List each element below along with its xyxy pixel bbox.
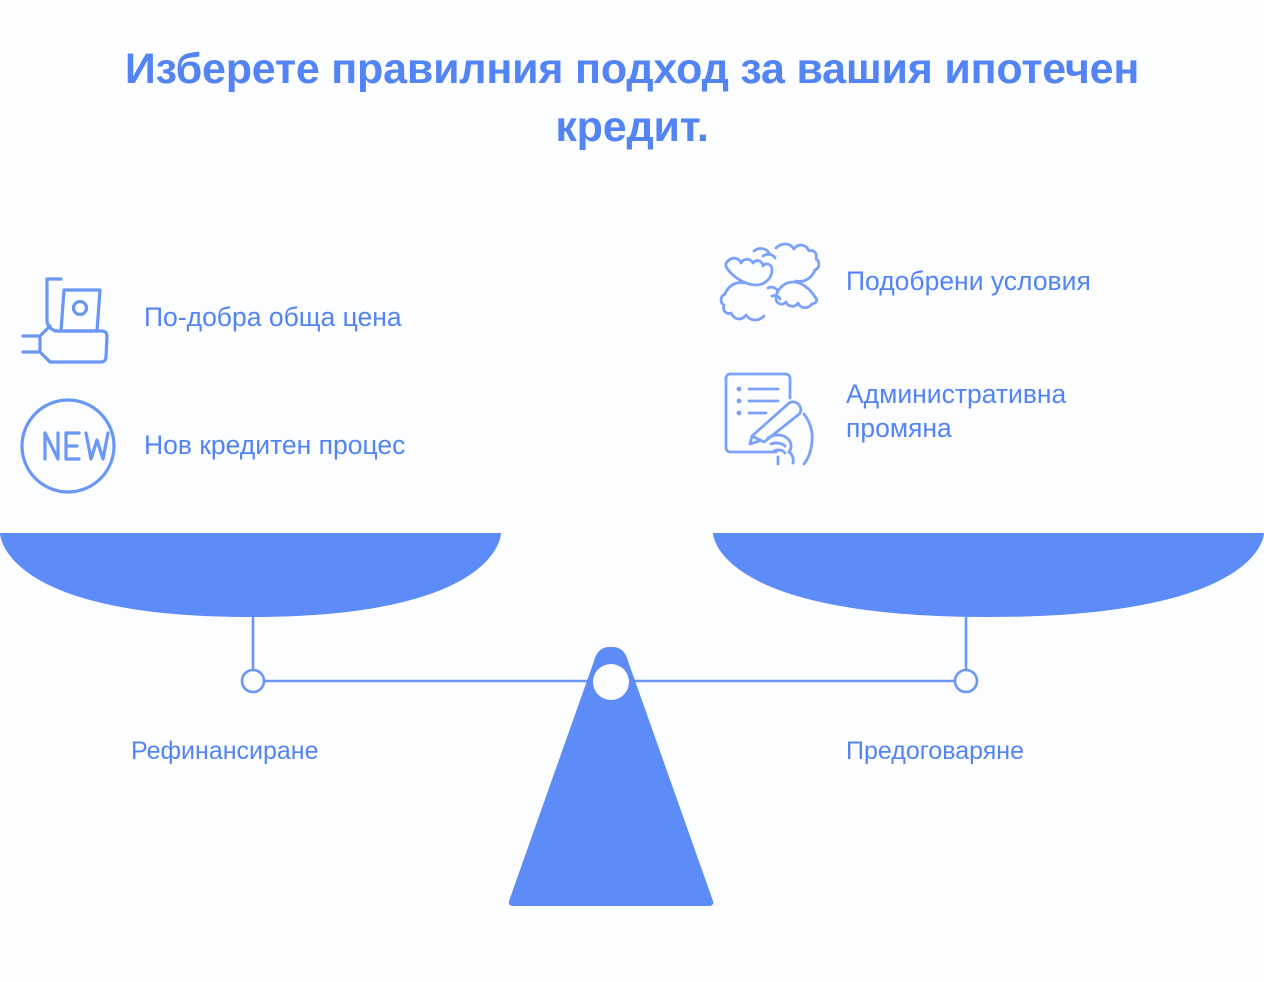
left-hanger-ring	[240, 668, 266, 694]
new-badge-icon	[14, 392, 122, 500]
right-hanger-ring	[953, 668, 979, 694]
balance-scale	[0, 505, 1264, 925]
feature-label: Нов кредитен процес	[144, 430, 406, 461]
right-feature-list: Подобрени условия	[716, 226, 1236, 490]
feature-item-improved-terms: Подобрени условия	[716, 226, 1236, 338]
feature-item-new-process: Нов кредитен процес	[14, 390, 534, 502]
feature-label: По-добра обща цена	[144, 302, 402, 333]
hand-holding-phone-icon	[14, 264, 122, 372]
feature-item-admin-change: Административна промяна	[716, 356, 1236, 468]
left-pan	[0, 533, 501, 617]
feature-label: Подобрени условия	[846, 266, 1091, 297]
left-feature-list: По-добра обща цена Нов кредитен процес	[14, 262, 534, 524]
document-signing-icon	[716, 358, 824, 466]
right-pan-caption: Предоговаряне	[846, 737, 1024, 765]
feature-label: Административна промяна	[846, 379, 1067, 443]
feature-item-better-price: По-добра обща цена	[14, 262, 534, 374]
fulcrum	[508, 647, 714, 906]
right-pan	[713, 533, 1264, 617]
handshake-icon	[716, 228, 824, 336]
left-pan-caption: Рефинансиране	[131, 737, 319, 765]
page-title: Изберете правилния подход за вашия ипоте…	[124, 45, 1140, 152]
